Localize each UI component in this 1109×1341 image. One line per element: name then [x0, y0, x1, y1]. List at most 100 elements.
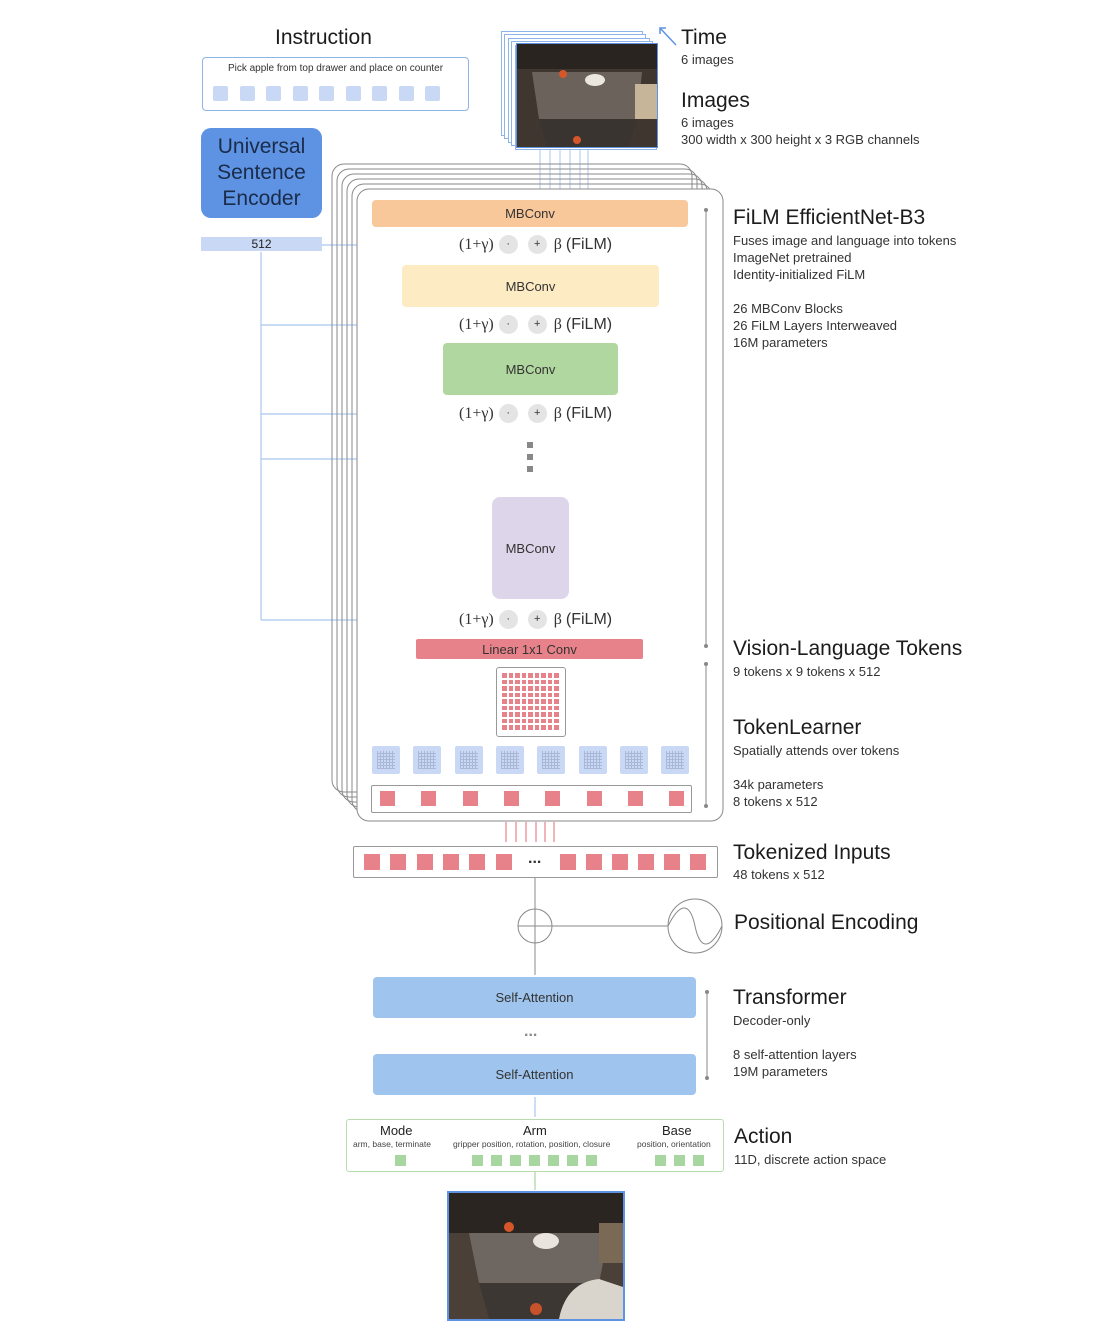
beta-term: β: [553, 235, 562, 253]
film-line: Fuses image and language into tokens: [733, 233, 957, 248]
vision-token: [521, 686, 526, 691]
mbconv-block-4: MBConv: [492, 497, 569, 599]
action-title: Action: [734, 1125, 793, 1148]
film-label: (FiLM): [565, 315, 613, 333]
film-line: Identity-initialized FiLM: [733, 267, 866, 282]
vision-token: [521, 679, 526, 684]
instruction-title: Instruction: [275, 26, 372, 49]
learned-token: [669, 791, 685, 806]
vision-token: [508, 712, 513, 717]
vision-token: [528, 712, 533, 717]
film-operation: (1+γ)·+β(FiLM): [459, 315, 612, 334]
vision-token: [547, 686, 552, 691]
multiply-icon: ·: [498, 404, 518, 423]
learned-token: [586, 791, 602, 806]
positional-title: Positional Encoding: [734, 911, 919, 934]
tokenlearner-attention-map: [495, 746, 524, 774]
vision-token: [547, 679, 552, 684]
instruction-token: [213, 86, 228, 101]
mbconv-label: MBConv: [505, 361, 556, 377]
attention-grid: [542, 751, 561, 769]
base-sub: position, orientation: [637, 1139, 711, 1149]
learned-token: [421, 791, 437, 806]
vision-token: [521, 725, 526, 730]
self-attention-2: Self-Attention: [373, 1054, 696, 1095]
tokenlearner-title: TokenLearner: [733, 716, 862, 739]
vision-token: [541, 712, 546, 717]
vision-token: [502, 718, 507, 723]
attention-grid: [459, 751, 478, 769]
instruction-token: [239, 86, 255, 101]
film-operation: (1+γ)·+β(FiLM): [459, 235, 612, 254]
action-token: [491, 1155, 502, 1166]
transformer-title: Transformer: [733, 986, 847, 1009]
input-token: [586, 854, 602, 870]
time-sub: 6 images: [681, 52, 734, 67]
linear-conv-label: Linear 1x1 Conv: [482, 641, 577, 657]
mbconv-block-2: MBConv: [402, 265, 659, 307]
vision-token: [554, 712, 559, 717]
vision-token: [554, 686, 559, 691]
vision-token: [534, 692, 539, 697]
vision-token: [547, 699, 552, 704]
mbconv-label: MBConv: [505, 540, 556, 556]
mbconv-block-3: MBConv: [443, 343, 618, 395]
tokenized-ellipsis: ...: [528, 850, 542, 867]
add-icon: +: [527, 404, 547, 423]
vision-token: [508, 718, 513, 723]
instruction-box: Pick apple from top drawer and place on …: [202, 57, 469, 111]
vision-token: [541, 725, 546, 730]
film-label: (FiLM): [565, 235, 613, 253]
action-box: Mode arm, base, terminate Arm gripper po…: [346, 1119, 724, 1172]
instruction-token: [345, 86, 361, 101]
arm-title: Arm: [523, 1123, 547, 1138]
vision-token: [547, 705, 552, 710]
vision-token: [528, 692, 533, 697]
action-token: [529, 1155, 540, 1166]
attention-grid: [377, 751, 395, 769]
output-robot-image: [447, 1191, 625, 1321]
attention-grid: [500, 751, 519, 769]
mbconv-label: MBConv: [505, 206, 555, 221]
current-camera-image: [516, 43, 658, 148]
attention-ellipsis: ...: [524, 1023, 538, 1040]
vision-token: [502, 692, 507, 697]
vision-token: [528, 673, 533, 678]
vision-token: [541, 686, 546, 691]
vision-token: [554, 692, 559, 697]
vision-token: [508, 673, 513, 678]
film-operation: (1+γ)·+β(FiLM): [459, 610, 612, 629]
vision-token: [554, 673, 559, 678]
vl-tokens-title: Vision-Language Tokens: [733, 637, 963, 660]
add-icon: +: [527, 610, 547, 629]
vision-token: [508, 699, 513, 704]
vision-token: [515, 679, 520, 684]
attention-grid: [418, 751, 437, 769]
vl-tokens-sub: 9 tokens x 9 tokens x 512: [733, 664, 881, 679]
arm-sub: gripper position, rotation, position, cl…: [453, 1139, 611, 1149]
vision-token: [515, 725, 520, 730]
vision-token: [502, 712, 507, 717]
encoder-line-2: Sentence: [217, 161, 306, 184]
vision-token: [502, 705, 507, 710]
tokenlearner-attention-map: [661, 746, 690, 774]
self-attention-1: Self-Attention: [373, 977, 696, 1018]
vision-token: [502, 725, 507, 730]
vision-token: [515, 673, 520, 678]
vision-token: [534, 718, 539, 723]
input-token: [364, 854, 380, 870]
base-title: Base: [662, 1123, 692, 1138]
vision-token: [541, 699, 546, 704]
vision-token: [502, 699, 507, 704]
input-token: [638, 854, 654, 870]
vision-token: [508, 692, 513, 697]
vision-token: [547, 673, 552, 678]
vision-token: [554, 679, 559, 684]
mbconv-block-1: MBConv: [372, 200, 688, 227]
vision-token: [541, 692, 546, 697]
input-token: [443, 854, 459, 870]
tokenlearner-attention-map: [454, 746, 483, 774]
vision-token: [508, 679, 513, 684]
encoder-line-1: Universal: [217, 135, 306, 158]
action-token: [674, 1155, 685, 1166]
